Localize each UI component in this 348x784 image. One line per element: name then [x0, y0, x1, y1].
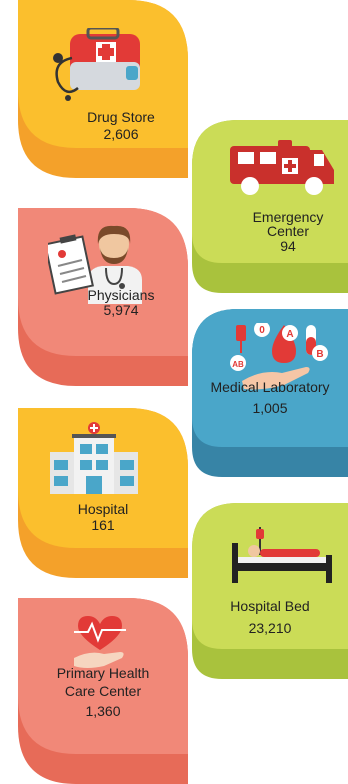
svg-text:A: A	[286, 329, 293, 340]
heart-care-icon	[74, 616, 126, 668]
card-emergency-center: Emergency Center 94	[192, 120, 348, 293]
card-value: 1,005	[252, 400, 288, 416]
doctor-icon	[48, 225, 142, 304]
ambulance-icon	[230, 140, 334, 195]
card-label-line-1: Emergency	[252, 209, 324, 225]
card-value: 23,210	[248, 620, 292, 636]
card-physicians: Physicians 5,974	[18, 208, 188, 386]
card-label: Physicians	[87, 287, 155, 303]
svg-text:B: B	[316, 349, 323, 360]
hospital-building-icon	[50, 422, 138, 494]
card-label-line-2: Center	[266, 223, 310, 239]
card-label: Hospital Bed	[230, 598, 310, 614]
card-value: 94	[280, 238, 296, 254]
card-background	[192, 503, 348, 679]
hospital-bed-icon	[232, 527, 332, 583]
card-value: 2,606	[103, 126, 139, 142]
card-hospital-bed: Hospital Bed 23,210	[192, 503, 348, 679]
card-primary-health-care-center: Primary Health Care Center 1,360	[18, 598, 188, 784]
first-aid-kit-icon	[53, 28, 140, 101]
card-medical-laboratory: 0 A B AB Medical Laboratory 1,005	[192, 309, 348, 477]
card-background	[18, 598, 188, 784]
card-label-line-2: Care Center	[64, 683, 142, 699]
card-value: 1,360	[85, 703, 121, 719]
blood-lab-icon: 0 A B AB	[230, 323, 328, 390]
card-drug-store: Drug Store 2,606	[18, 0, 188, 178]
svg-text:0: 0	[259, 325, 265, 336]
card-hospital: Hospital 161	[18, 408, 188, 578]
card-value: 5,974	[103, 302, 139, 318]
card-label: Hospital	[77, 501, 129, 517]
card-label: Drug Store	[87, 109, 155, 125]
card-value: 161	[91, 517, 115, 533]
card-label-line-1: Primary Health	[56, 665, 150, 681]
card-label: Medical Laboratory	[210, 379, 330, 395]
svg-text:AB: AB	[232, 360, 244, 369]
